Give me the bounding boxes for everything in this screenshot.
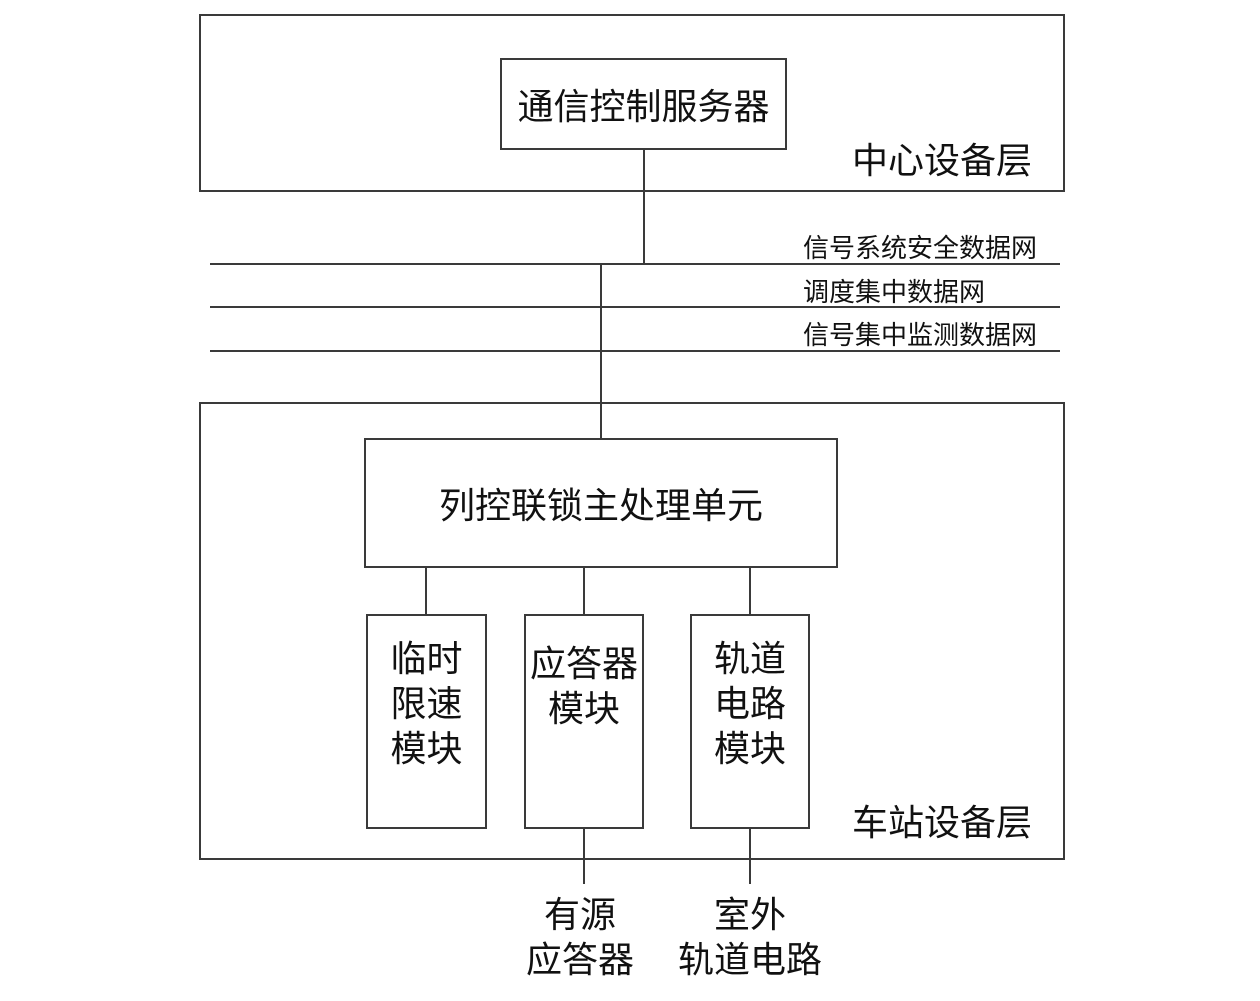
network-line-monitoring	[210, 350, 1060, 352]
network-line-signal-safety	[210, 263, 1060, 265]
main-processing-unit-box: 列控联锁主处理单元	[364, 438, 838, 568]
communication-control-server-label: 通信控制服务器	[517, 87, 770, 128]
server-network-connector	[643, 150, 645, 264]
active-balise-label: 有源 应答器	[525, 895, 634, 981]
balise-external-connector	[583, 828, 585, 884]
central-layer-label: 中心设备层	[852, 141, 1033, 182]
balise-module-box: 应答器 模块	[524, 614, 644, 829]
main-unit-module-connector-2	[583, 567, 585, 616]
main-unit-module-connector-3	[749, 567, 751, 616]
track-circuit-module-box: 轨道 电路 模块	[690, 614, 810, 829]
station-layer-label: 车站设备层	[852, 803, 1033, 844]
speed-restriction-module-box: 临时 限速 模块	[366, 614, 487, 829]
speed-restriction-module-label: 临时 限速 模块	[390, 639, 463, 770]
network-label-dispatch: 调度集中数据网	[803, 278, 986, 308]
balise-module-label: 应答器 模块	[529, 643, 638, 730]
main-unit-module-connector-1	[425, 567, 427, 616]
main-processing-unit-label: 列控联锁主处理单元	[438, 486, 763, 527]
communication-control-server-box: 通信控制服务器	[500, 58, 787, 150]
network-label-signal-safety: 信号系统安全数据网	[803, 234, 1038, 264]
track-circuit-external-connector	[749, 828, 751, 884]
network-line-dispatch	[210, 306, 1060, 308]
network-main-unit-connector	[600, 263, 602, 439]
track-circuit-module-label: 轨道 电路 模块	[713, 639, 786, 770]
network-main-unit-connector-inner	[600, 402, 602, 440]
outdoor-track-circuit-label: 室外 轨道电路	[677, 895, 822, 981]
network-label-monitoring: 信号集中监测数据网	[803, 321, 1038, 351]
